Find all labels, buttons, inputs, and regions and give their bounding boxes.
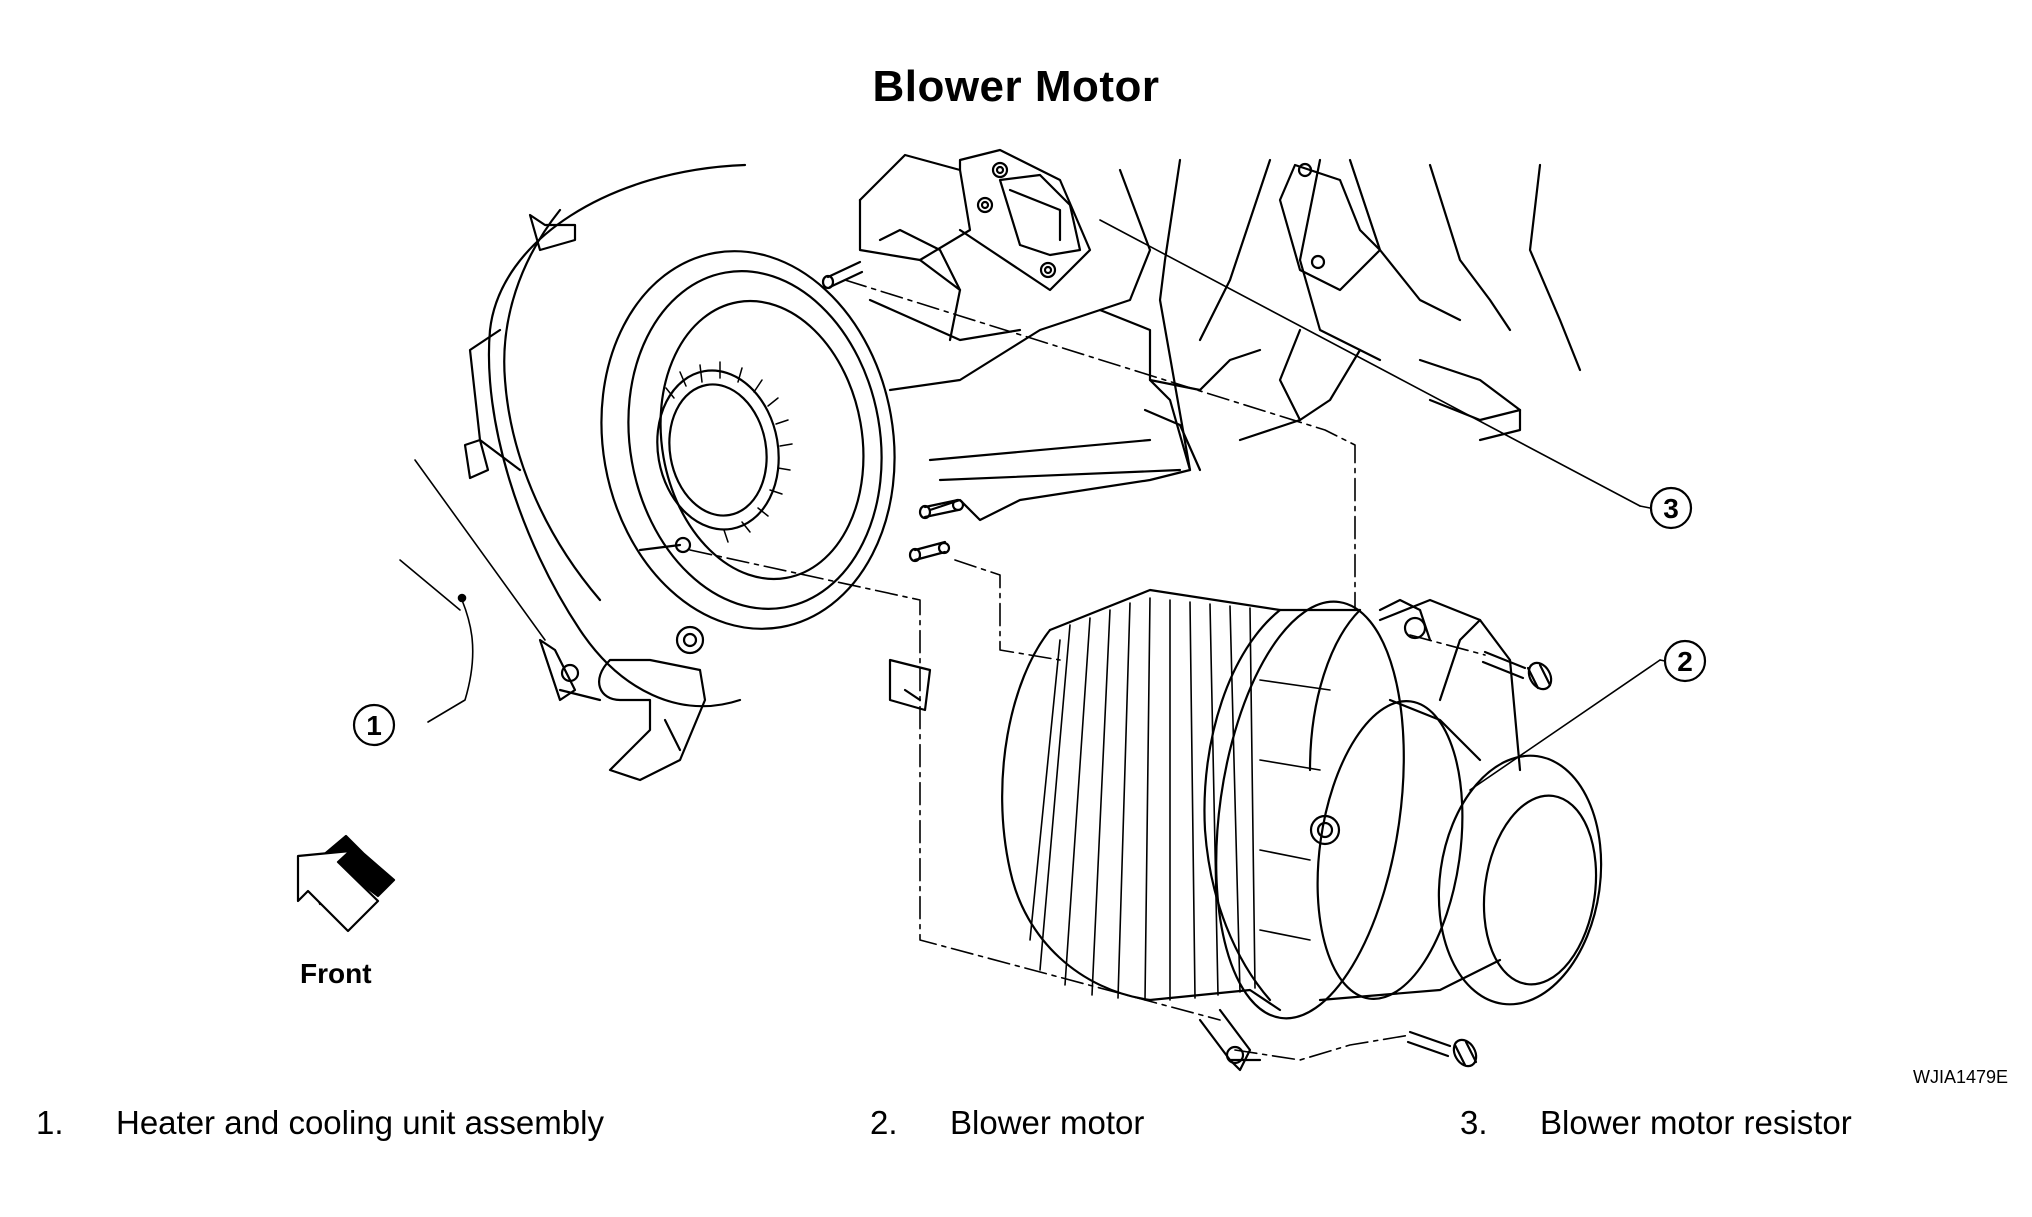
svg-text:1: 1 bbox=[366, 710, 382, 741]
legend-number: 1. bbox=[36, 1104, 64, 1141]
screw-lower bbox=[1406, 1030, 1478, 1068]
svg-text:3: 3 bbox=[1663, 493, 1679, 524]
alignment-lines bbox=[689, 279, 1486, 1061]
front-label: Front bbox=[300, 958, 372, 989]
parts-legend: 1. Heater and cooling unit assembly 2. Blo… bbox=[0, 1104, 2032, 1154]
legend-label: Heater and cooling unit assembly bbox=[116, 1104, 604, 1141]
heater-cooling-unit-assembly bbox=[463, 148, 1582, 782]
blower-motor-part bbox=[1001, 588, 1603, 1072]
callout-2: 2 bbox=[1659, 639, 1707, 683]
legend-item-1: 1. Heater and cooling unit assembly bbox=[36, 1104, 604, 1142]
callout-3: 3 bbox=[1639, 486, 1693, 530]
legend-label: Blower motor resistor bbox=[1540, 1104, 1852, 1141]
legend-number: 2. bbox=[870, 1104, 898, 1141]
figure-reference-code: WJIA1479E bbox=[1912, 1067, 2008, 1087]
svg-text:2: 2 bbox=[1677, 646, 1693, 677]
screw-upper bbox=[1481, 650, 1553, 691]
legend-label: Blower motor bbox=[950, 1104, 1145, 1141]
legend-number: 3. bbox=[1460, 1104, 1488, 1141]
leader-lines bbox=[399, 219, 1661, 791]
callout-1: 1 bbox=[352, 703, 396, 747]
front-direction-arrow-icon bbox=[296, 834, 396, 933]
legend-item-2: 2. Blower motor bbox=[870, 1104, 1144, 1142]
diagram-title: Blower Motor bbox=[872, 62, 1160, 111]
legend-item-3: 3. Blower motor resistor bbox=[1460, 1104, 1852, 1142]
